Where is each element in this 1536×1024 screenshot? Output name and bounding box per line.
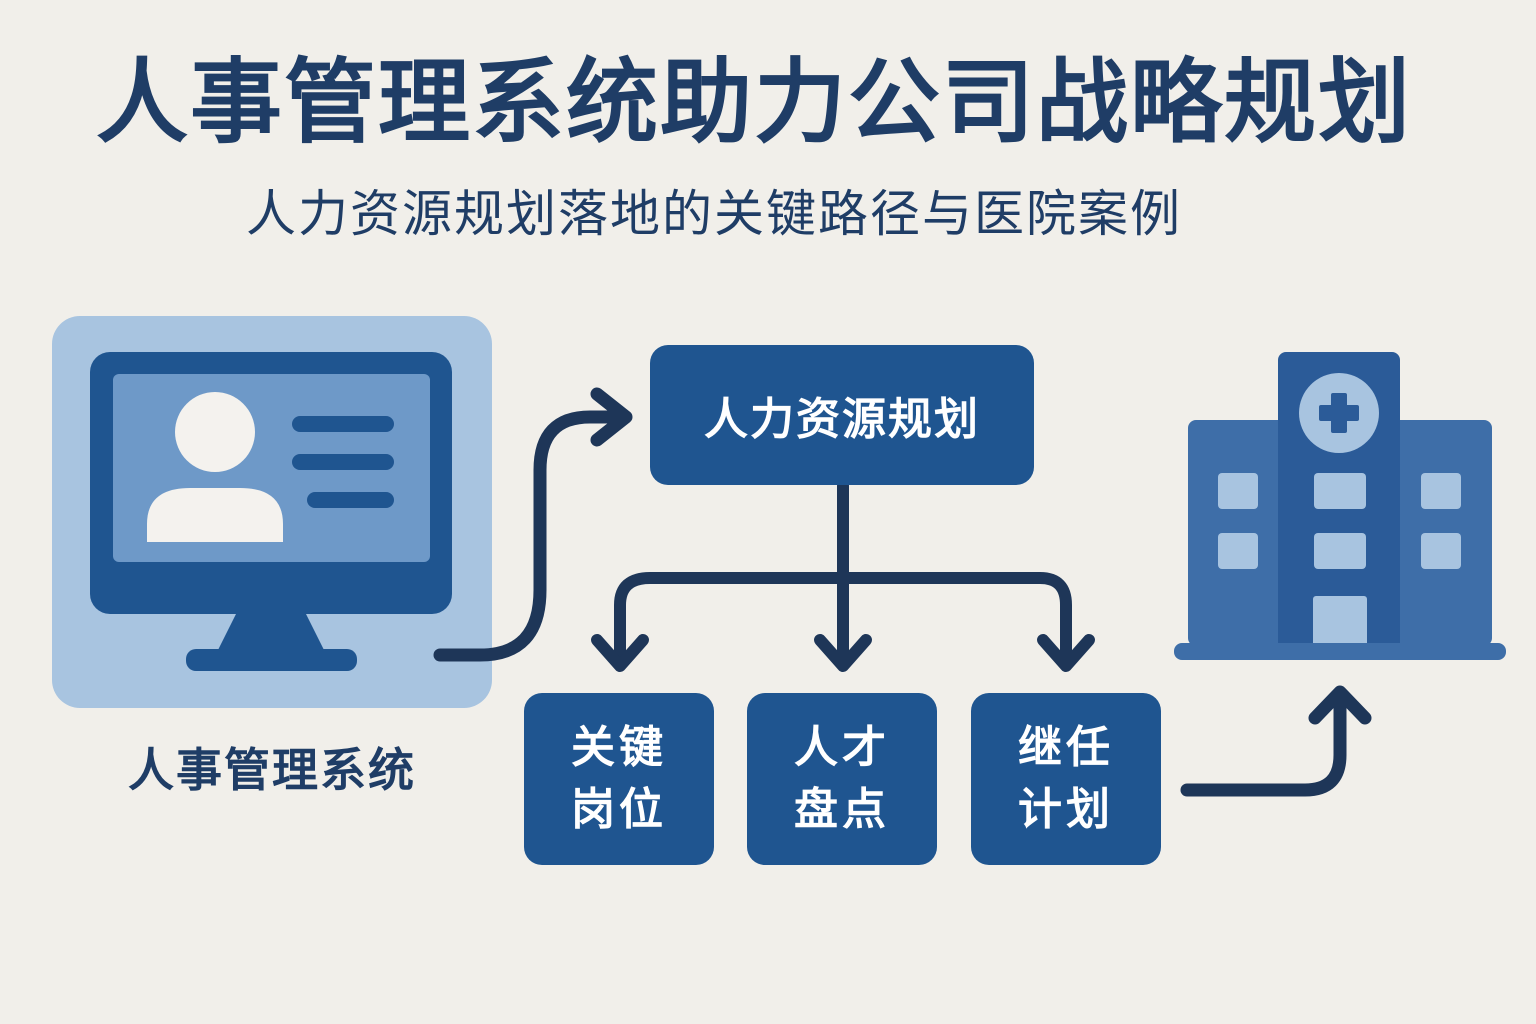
hr-system-label: 人事管理系统 bbox=[128, 743, 416, 797]
computer-profile-icon bbox=[52, 316, 492, 708]
hospital-icon bbox=[1174, 352, 1506, 660]
hr-planning-label: 人力资源规划 bbox=[704, 394, 980, 445]
connector-arrow-to-hospital bbox=[1180, 685, 1372, 797]
key-positions-line1: 关键 bbox=[571, 722, 667, 774]
key-positions-line2: 岗位 bbox=[571, 784, 667, 835]
talent-review-line2: 盘点 bbox=[794, 784, 890, 835]
succession-plan-line1: 继任 bbox=[1018, 722, 1114, 774]
tree-connectors bbox=[591, 480, 1095, 672]
page-subtitle: 人力资源规划落地的关键路径与医院案例 bbox=[246, 185, 1182, 243]
page-title: 人事管理系统助力公司战略规划 bbox=[96, 49, 1413, 156]
succession-plan-box: 继任 计划 bbox=[971, 693, 1161, 865]
connector-arrow-system-to-plan bbox=[433, 387, 633, 662]
talent-review-box: 人才 盘点 bbox=[747, 693, 937, 865]
hr-planning-box: 人力资源规划 bbox=[650, 345, 1034, 485]
succession-plan-line2: 计划 bbox=[1018, 784, 1114, 835]
talent-review-line1: 人才 bbox=[794, 722, 890, 774]
key-positions-box: 关键 岗位 bbox=[524, 693, 714, 865]
